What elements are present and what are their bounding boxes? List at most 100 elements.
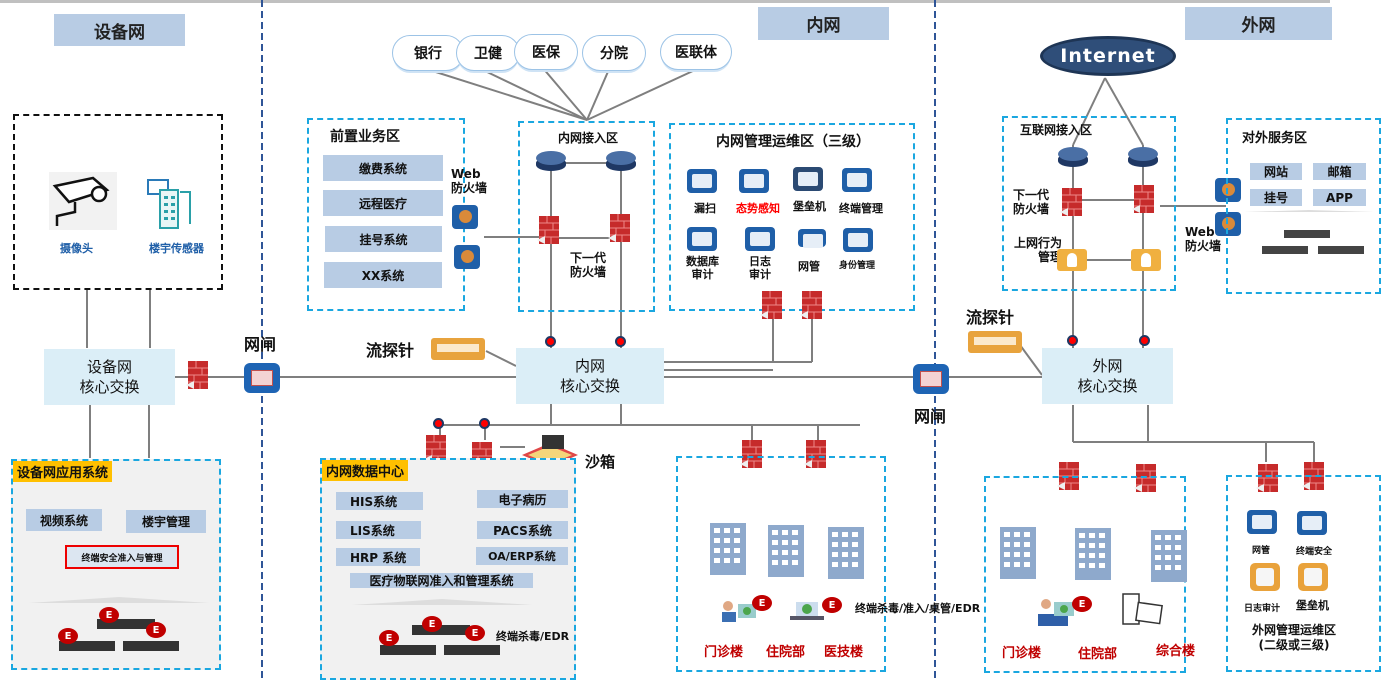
extranet-core-line1: 外网 bbox=[1092, 357, 1123, 375]
bastion-host-icon[interactable] bbox=[793, 167, 823, 191]
traffic-probe-icon[interactable] bbox=[968, 331, 1022, 353]
dc-lis[interactable]: LIS系统 bbox=[336, 521, 421, 539]
ext-bastion-icon[interactable] bbox=[1298, 563, 1328, 591]
firewall-icon bbox=[1132, 185, 1154, 213]
ext-log-audit-icon[interactable] bbox=[1250, 563, 1280, 591]
service-app[interactable]: APP bbox=[1313, 189, 1366, 206]
ext-mgmt-log-audit: 日志审计 bbox=[1244, 604, 1281, 614]
cloud-branch[interactable]: 分院 bbox=[582, 35, 646, 71]
internet-cloud[interactable]: Internet bbox=[1040, 36, 1176, 76]
vuln-scan-icon[interactable] bbox=[687, 169, 717, 193]
service-mailbox[interactable]: 邮箱 bbox=[1313, 163, 1366, 180]
ext-ngfw-label-1: 下一代 bbox=[1013, 188, 1050, 202]
device-app-system-title: 设备网应用系统 bbox=[13, 461, 113, 482]
firewall-icon bbox=[537, 216, 559, 244]
cloud-health[interactable]: 卫健 bbox=[456, 35, 520, 71]
mgmt-item-identity: 身份管理 bbox=[839, 261, 876, 271]
edr-badge: E bbox=[752, 595, 772, 611]
db-audit-line1: 数据库 bbox=[686, 255, 719, 268]
port-dot bbox=[1067, 335, 1078, 346]
dc-his[interactable]: HIS系统 bbox=[336, 492, 423, 510]
port-dot bbox=[1139, 335, 1150, 346]
port-dot bbox=[545, 336, 556, 347]
ext-building-general: 综合楼 bbox=[1156, 644, 1196, 659]
dc-hrp[interactable]: HRP 系统 bbox=[336, 548, 420, 566]
cloud-medical-alliance[interactable]: 医联体 bbox=[660, 34, 732, 70]
front-item-xx[interactable]: XX系统 bbox=[324, 262, 442, 288]
log-audit-icon[interactable] bbox=[745, 227, 775, 251]
firewall-icon bbox=[800, 291, 822, 319]
endpoint-access-management[interactable]: 终端安全准入与管理 bbox=[65, 545, 179, 569]
mgmt-item-situational-awareness: 态势感知 bbox=[736, 200, 780, 216]
db-audit-icon[interactable] bbox=[687, 227, 717, 251]
ext-network-mgmt-icon[interactable] bbox=[1247, 510, 1277, 534]
server-cluster-icon bbox=[352, 599, 532, 655]
cloud-bank[interactable]: 银行 bbox=[392, 35, 464, 71]
network-mgmt-icon[interactable] bbox=[798, 229, 826, 248]
building-icon bbox=[828, 527, 864, 579]
firewall-icon bbox=[1060, 188, 1082, 216]
service-website[interactable]: 网站 bbox=[1250, 163, 1302, 180]
router-icon bbox=[1058, 147, 1088, 167]
web-firewall-icon bbox=[1215, 212, 1241, 236]
traffic-probe-icon[interactable] bbox=[431, 338, 485, 360]
endpoint-security-label: 终端杀毒/准入/桌管/EDR bbox=[855, 602, 981, 615]
dc-oa-erp[interactable]: OA/ERP系统 bbox=[476, 547, 568, 565]
building-icon bbox=[1151, 530, 1187, 582]
ext-waf-label-1: Web bbox=[1185, 225, 1215, 239]
zone-title-extranet: 外网 bbox=[1185, 7, 1332, 40]
identity-mgmt-icon[interactable] bbox=[843, 228, 873, 252]
ext-endpoint-security-icon[interactable] bbox=[1297, 511, 1327, 535]
situational-awareness-text: 态势感知 bbox=[736, 202, 780, 215]
edr-badge: E bbox=[146, 622, 166, 638]
router-icon bbox=[536, 151, 566, 171]
device-core-switch[interactable]: 设备网 核心交换 bbox=[44, 349, 175, 405]
extranet-core-switch[interactable]: 外网 核心交换 bbox=[1042, 348, 1173, 404]
gateway-icon[interactable] bbox=[913, 364, 949, 394]
ext-mgmt-title-2: (二级或三级) bbox=[1258, 638, 1330, 652]
intranet-core-switch[interactable]: 内网 核心交换 bbox=[516, 348, 664, 404]
ext-ngfw-label-2: 防火墙 bbox=[1013, 202, 1050, 216]
front-waf-label: Web 防火墙 bbox=[451, 167, 487, 195]
building-management[interactable]: 楼宇管理 bbox=[126, 510, 206, 533]
front-item-payment[interactable]: 缴费系统 bbox=[323, 155, 443, 181]
building-sensor-icon bbox=[147, 179, 191, 229]
data-center-title: 内网数据中心 bbox=[322, 460, 409, 481]
ext-mgmt-bastion: 堡垒机 bbox=[1296, 599, 1329, 612]
behavior-mgmt-icon bbox=[1131, 249, 1161, 271]
intranet-building-medtech: 医技楼 bbox=[824, 645, 864, 660]
service-registration[interactable]: 挂号 bbox=[1250, 189, 1302, 206]
router-icon bbox=[606, 151, 636, 171]
intranet-access-zone: 内网接入区 bbox=[518, 121, 655, 312]
web-firewall-icon bbox=[454, 245, 480, 269]
intranet-mgmt-zone: 内网管理运维区（三级） 漏扫 态势感知 堡垒机 终端管理 数据库审计 日志审计 … bbox=[669, 123, 915, 311]
video-system[interactable]: 视频系统 bbox=[26, 509, 102, 531]
device-core-line1: 设备网 bbox=[86, 358, 132, 376]
front-item-registration[interactable]: 挂号系统 bbox=[325, 226, 442, 252]
front-business-title: 前置业务区 bbox=[330, 129, 400, 145]
gateway-icon[interactable] bbox=[244, 363, 280, 393]
port-dot bbox=[615, 336, 626, 347]
situational-awareness-icon[interactable] bbox=[739, 169, 769, 193]
device-app-system-zone: 设备网应用系统 视频系统 楼宇管理 终端安全准入与管理 E E E bbox=[11, 459, 221, 670]
behavior-label-1: 上网行为 bbox=[1014, 236, 1063, 250]
behavior-label-2: 管理 bbox=[1038, 250, 1063, 264]
server-cluster-icon bbox=[1244, 210, 1374, 254]
dc-emr[interactable]: 电子病历 bbox=[477, 490, 568, 508]
behavior-mgmt-icon bbox=[1057, 249, 1087, 271]
front-item-telemedicine[interactable]: 远程医疗 bbox=[323, 190, 443, 216]
dc-pacs[interactable]: PACS系统 bbox=[477, 521, 568, 539]
intranet-mgmt-title: 内网管理运维区（三级） bbox=[716, 134, 870, 150]
firewall-icon bbox=[608, 214, 630, 242]
building-icon bbox=[710, 523, 746, 575]
web-firewall-icon bbox=[1215, 178, 1241, 202]
dc-iot-access[interactable]: 医疗物联网准入和管理系统 bbox=[350, 573, 533, 588]
ext-waf-label-2: 防火墙 bbox=[1185, 239, 1222, 253]
ext-building-inpatient: 住院部 bbox=[1078, 647, 1118, 662]
gateway-label-2: 网闸 bbox=[914, 407, 947, 426]
cloud-insurance[interactable]: 医保 bbox=[514, 34, 578, 70]
extranet-buildings-zone: E 门诊楼 住院部 综合楼 bbox=[984, 476, 1195, 673]
endpoint-mgmt-icon[interactable] bbox=[842, 168, 872, 192]
sandbox-label: 沙箱 bbox=[585, 453, 616, 471]
mgmt-item-bastion: 堡垒机 bbox=[793, 200, 826, 213]
